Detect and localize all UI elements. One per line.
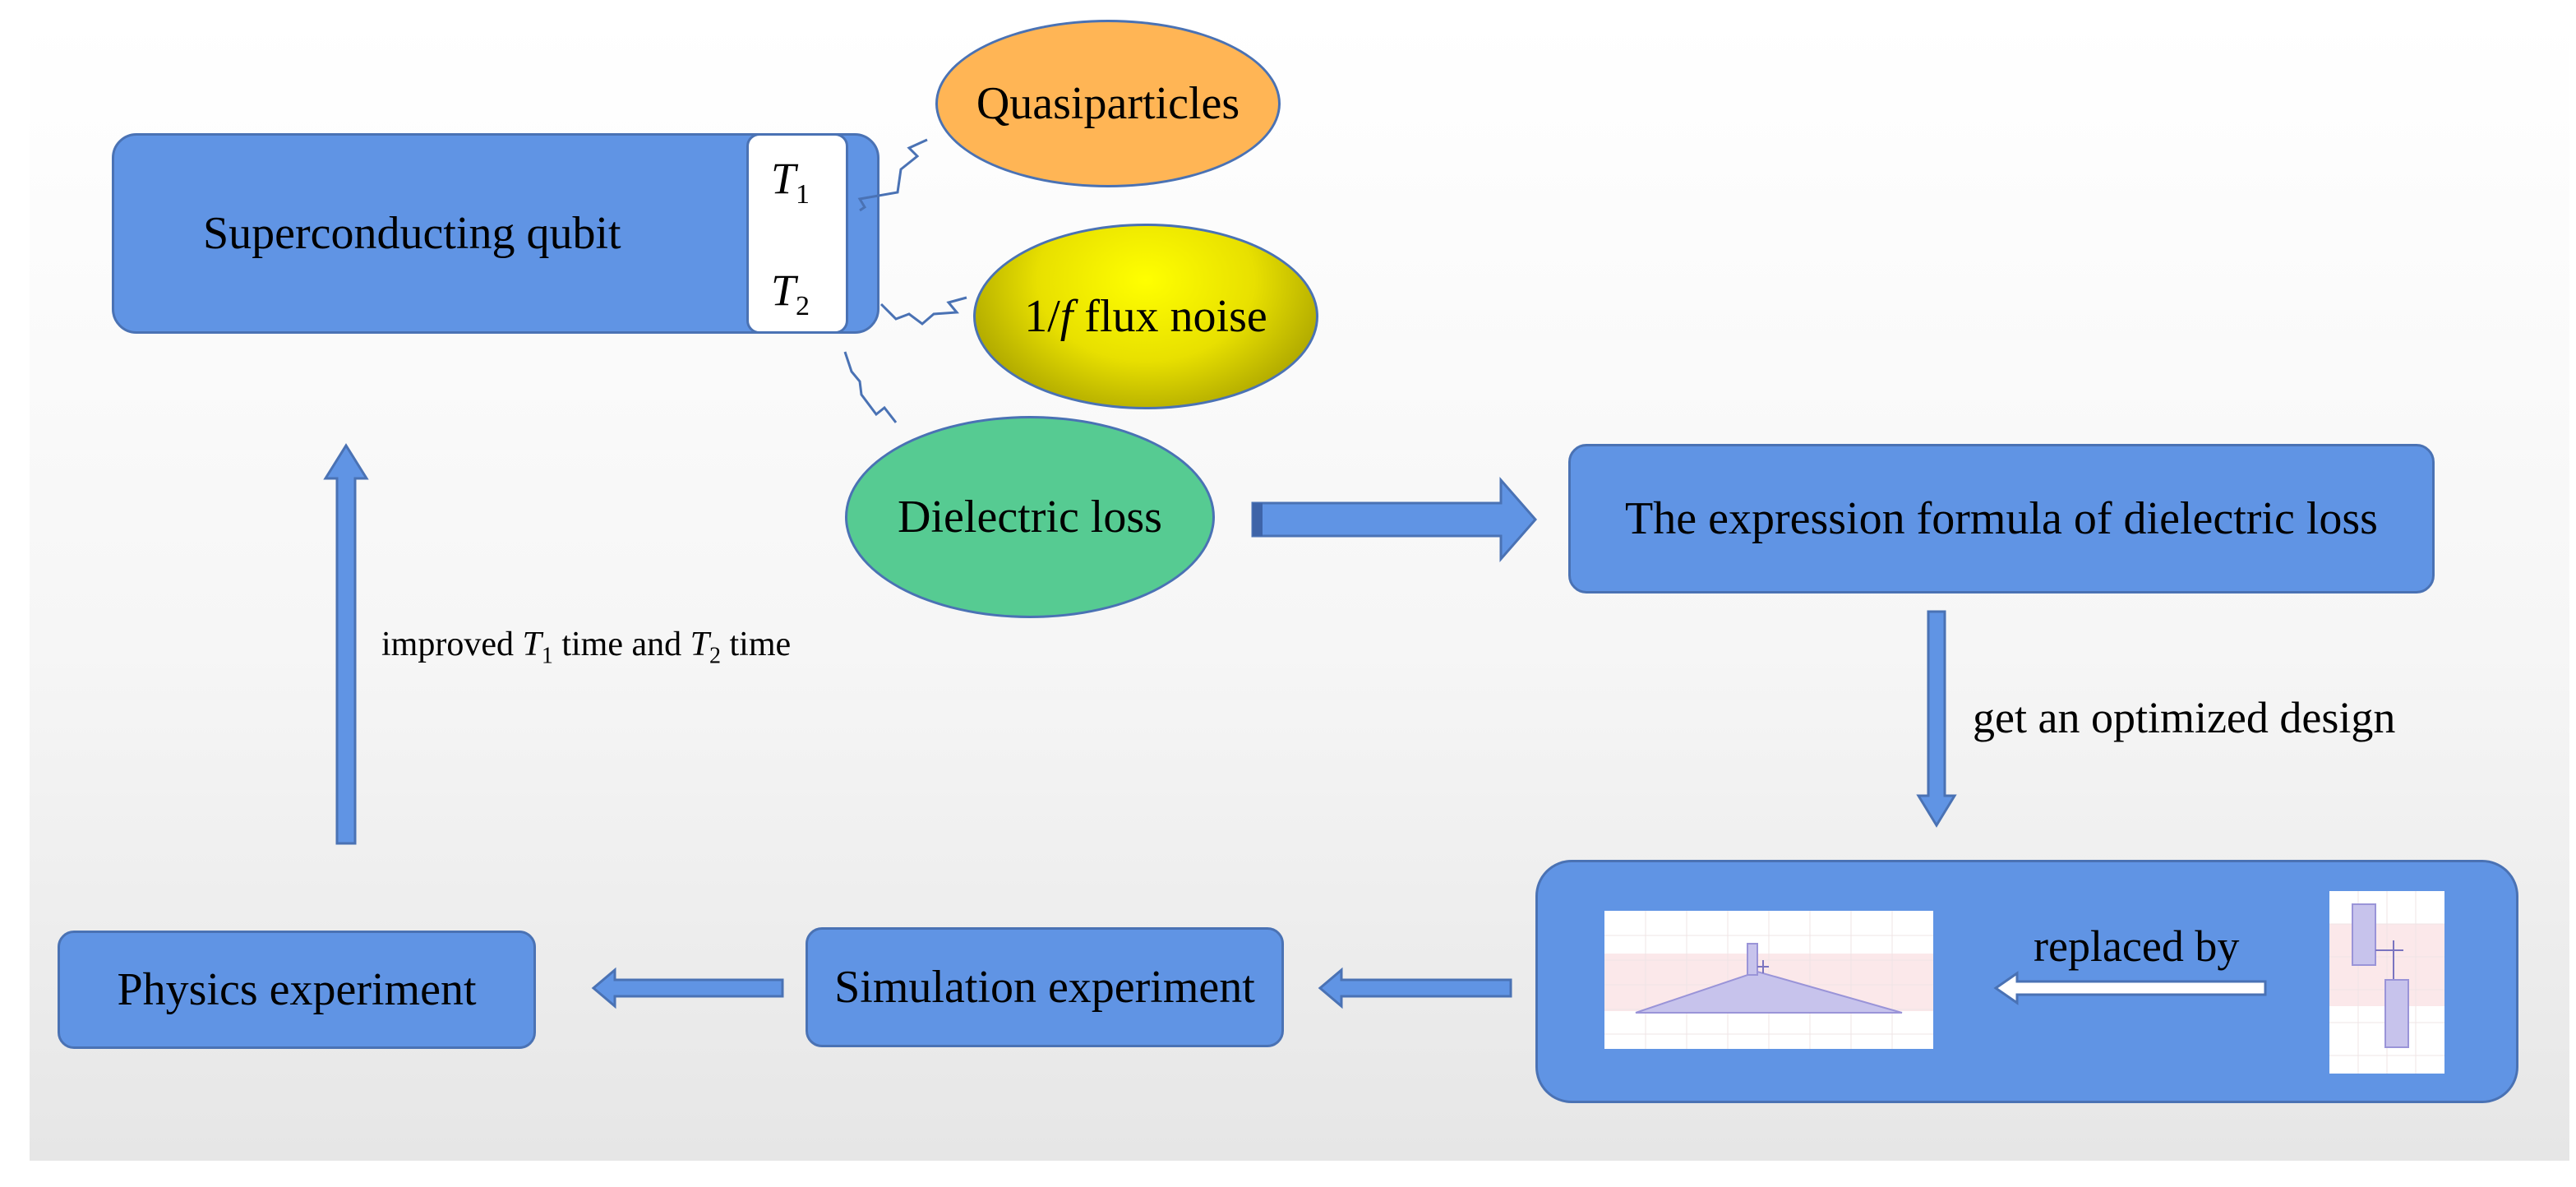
simulation-experiment-box: Simulation experiment [806,927,1284,1047]
expression-formula-box: The expression formula of dielectric los… [1568,444,2435,594]
expression-formula-label: The expression formula of dielectric los… [1625,493,2378,544]
connectors [323,138,2267,1009]
qubit-label: Superconducting qubit [203,208,621,259]
arrow-replaced-by [1993,971,2267,1005]
arrow-physics-to-qubit [323,443,369,845]
replacement-design-thumbnail [2329,891,2444,1074]
t1-t2-box [746,133,848,334]
physics-experiment-box: Physics experiment [58,931,536,1049]
squiggle-dielectric [843,351,898,423]
arrow-formula-to-design [1916,610,1957,828]
quasiparticles-label: Quasiparticles [976,78,1240,129]
physics-experiment-label: Physics experiment [117,964,477,1015]
squiggle-flux-noise [879,296,967,326]
replacement-design-drawing [2329,891,2444,1074]
arrow-dielectric-to-formula [1251,477,1537,562]
improved-time-label: improved T1 time and T2 time [381,626,792,669]
original-design-drawing [1604,911,1933,1049]
diagram-canvas: Superconducting qubit T1 T2 Quasiparticl… [30,16,2569,1161]
arrow-simulation-to-physics [591,967,784,1009]
quasiparticles-node: Quasiparticles [935,20,1281,187]
flux-noise-label: 1/f flux noise [1024,291,1267,342]
dielectric-loss-label: Dielectric loss [898,492,1162,543]
optimized-design-label: get an optimized design [1973,693,2396,742]
flux-noise-node: 1/f flux noise [973,224,1318,409]
t1-label: T1 [771,154,810,210]
original-design-thumbnail [1604,911,1933,1049]
t2-label: T2 [771,266,810,321]
arrow-design-to-simulation [1318,967,1512,1009]
simulation-experiment-label: Simulation experiment [834,962,1255,1013]
squiggle-quasiparticles [857,138,928,212]
replaced-by-label: replaced by [2034,921,2240,971]
dielectric-loss-node: Dielectric loss [845,416,1215,618]
